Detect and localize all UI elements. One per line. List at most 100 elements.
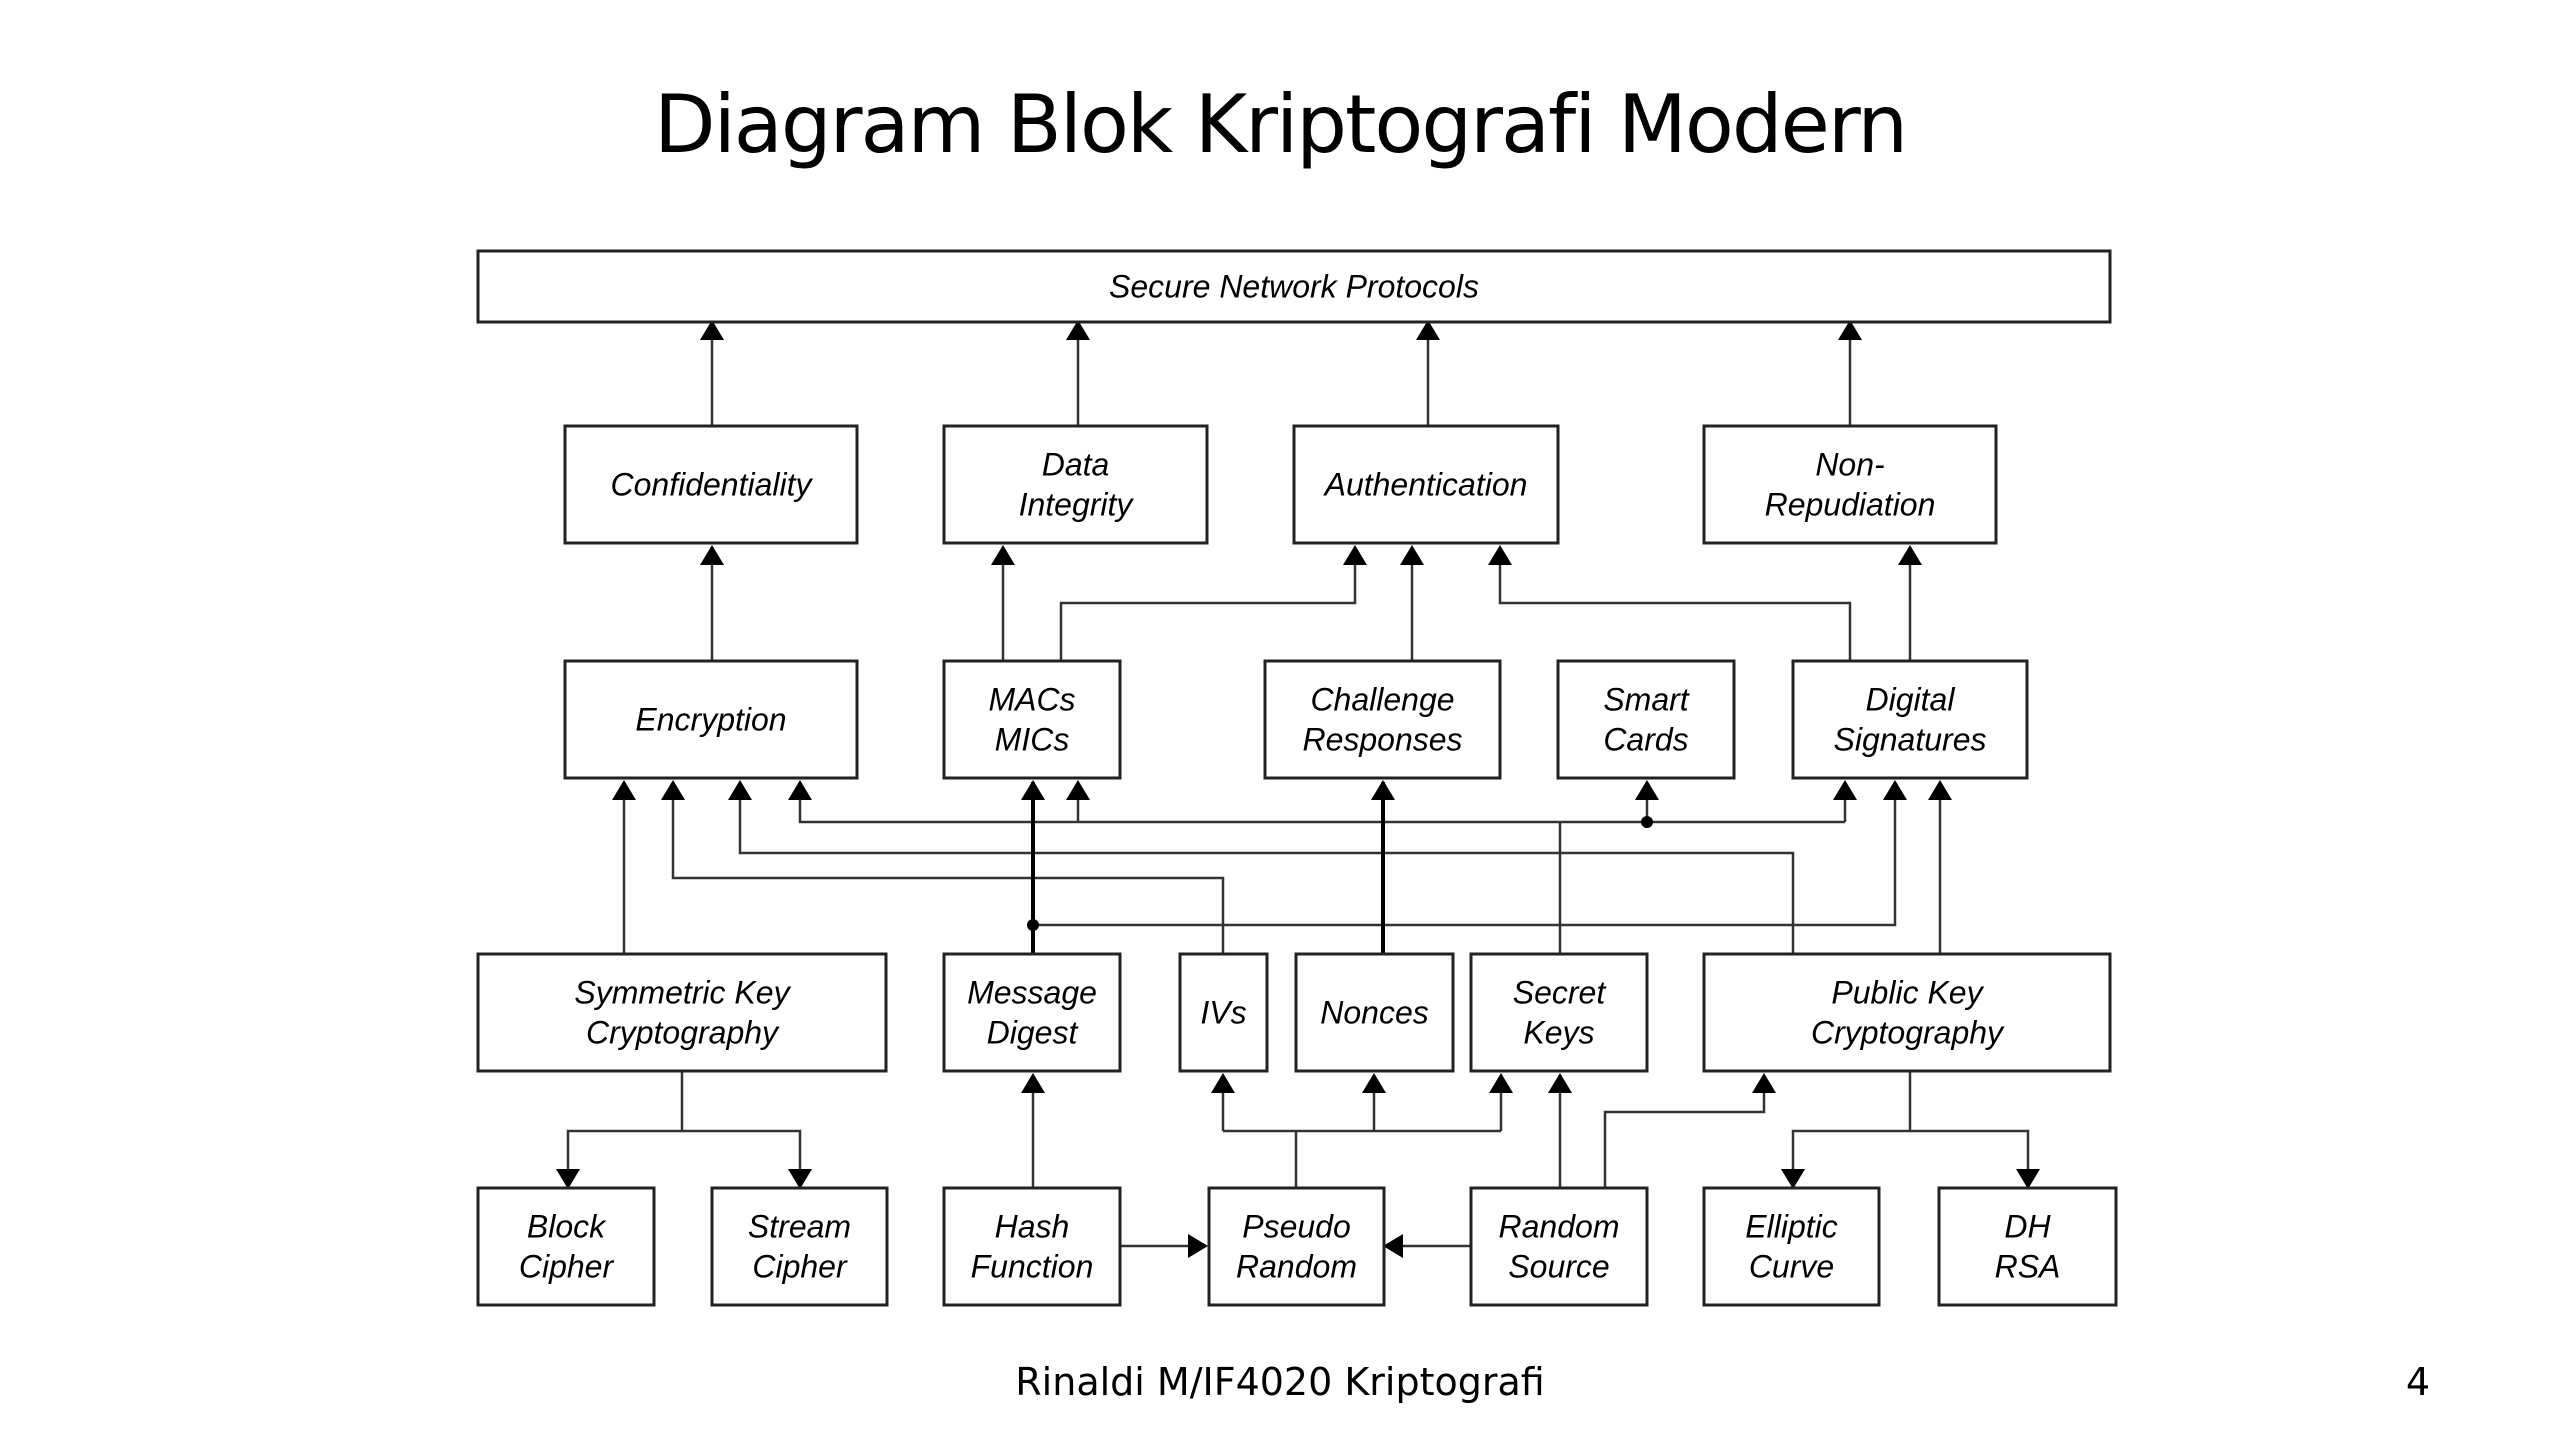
node-label: Authentication xyxy=(1323,467,1528,503)
node-label: Keys xyxy=(1523,1015,1594,1051)
node-authentication: Authentication xyxy=(1292,424,1560,545)
edge-secretkeys-encryption xyxy=(788,780,1845,824)
node-box xyxy=(476,249,2112,324)
edge-ivs-encryption xyxy=(661,780,1225,953)
node-box xyxy=(942,952,1122,1073)
node-label: Random xyxy=(1236,1249,1357,1285)
node-label: Digest xyxy=(987,1015,1079,1051)
node-label: Symmetric Key xyxy=(574,975,791,1011)
node-label: Smart xyxy=(1603,682,1689,718)
node-label: Repudiation xyxy=(1765,487,1936,523)
node-label: Public Key xyxy=(1831,975,1984,1011)
node-box xyxy=(476,1186,656,1307)
node-ivs: IVs xyxy=(1178,952,1269,1073)
node-label: Data xyxy=(1042,447,1110,483)
node-label: Responses xyxy=(1302,722,1462,758)
node-label: Cryptography xyxy=(1811,1015,2005,1051)
edge-signatures-authentication xyxy=(1488,545,1852,660)
node-label: Random xyxy=(1499,1209,1620,1245)
node-label: RSA xyxy=(1995,1249,2061,1285)
edge-symmetric-block xyxy=(556,1072,684,1189)
junction-dot xyxy=(1027,919,1039,931)
node-label: Message xyxy=(967,975,1097,1011)
node-box xyxy=(1292,424,1560,545)
node-box xyxy=(1207,1186,1386,1307)
node-label: Curve xyxy=(1749,1249,1834,1285)
edge-publickey-elliptic xyxy=(1781,1072,1912,1189)
node-box xyxy=(1791,659,2029,780)
node-label: Hash xyxy=(995,1209,1070,1245)
edge-symmetric-stream xyxy=(682,1129,812,1189)
edge-random-publickey xyxy=(1603,1073,1776,1187)
node-label: Secret xyxy=(1513,975,1607,1011)
node-secure-network-protocols: Secure Network Protocols xyxy=(476,249,2112,324)
node-label: Source xyxy=(1508,1249,1609,1285)
node-label: Pseudo xyxy=(1242,1209,1351,1245)
slide-title: Diagram Blok Kriptografi Modern xyxy=(653,78,1908,171)
page-number: 4 xyxy=(2405,1360,2430,1404)
node-box xyxy=(942,424,1209,545)
node-label: Cipher xyxy=(752,1249,848,1285)
node-label: Confidentiality xyxy=(611,467,814,503)
node-label: Cards xyxy=(1603,722,1688,758)
node-box xyxy=(942,659,1122,780)
node-label: Cipher xyxy=(519,1249,615,1285)
node-label: Signatures xyxy=(1834,722,1987,758)
node-box xyxy=(1469,1186,1649,1307)
node-non-repudiation: Non- Repudiation xyxy=(1702,424,1998,545)
edge-digest-signatures xyxy=(1033,780,1907,927)
node-encryption: Encryption xyxy=(563,659,859,780)
node-box xyxy=(1556,659,1736,780)
node-label: Block xyxy=(527,1209,607,1245)
node-box xyxy=(1702,424,1998,545)
node-box xyxy=(1702,1186,1881,1307)
node-label: Encryption xyxy=(635,702,786,738)
node-confidentiality: Confidentiality xyxy=(563,424,859,545)
node-label: MACs xyxy=(988,682,1075,718)
connector-lines xyxy=(556,320,2040,1258)
edge-macs-authentication xyxy=(1059,545,1367,660)
node-label: Function xyxy=(971,1249,1094,1285)
node-box xyxy=(1937,1186,2118,1307)
node-nonces: Nonces xyxy=(1294,952,1455,1073)
node-box xyxy=(942,1186,1122,1307)
node-label: Cryptography xyxy=(586,1015,780,1051)
node-box xyxy=(476,952,888,1073)
edge-publickey-dhrsa xyxy=(1910,1129,2040,1189)
node-label: Integrity xyxy=(1019,487,1135,523)
node-box xyxy=(710,1186,889,1307)
node-label: IVs xyxy=(1200,995,1246,1031)
node-label: Stream xyxy=(748,1209,851,1245)
node-label: Nonces xyxy=(1320,995,1429,1031)
node-label: Digital xyxy=(1866,682,1956,718)
edge-publickey-encryption xyxy=(728,780,1795,953)
node-label: Secure Network Protocols xyxy=(1109,269,1479,305)
node-label: Non- xyxy=(1815,447,1884,483)
junction-dot xyxy=(1641,816,1653,828)
node-label: Elliptic xyxy=(1745,1209,1837,1245)
node-box xyxy=(1702,952,2112,1073)
node-box xyxy=(1294,952,1455,1073)
node-box xyxy=(1263,659,1502,780)
node-label: Challenge xyxy=(1310,682,1454,718)
node-box xyxy=(1469,952,1649,1073)
node-box xyxy=(563,659,859,780)
node-label: MICs xyxy=(995,722,1070,758)
